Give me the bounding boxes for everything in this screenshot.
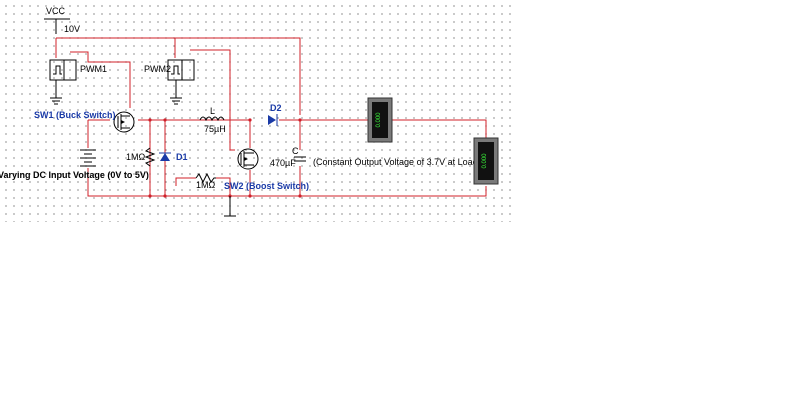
schematic-grid bbox=[0, 0, 515, 222]
pwm1-generator[interactable]: PWM1 bbox=[49, 59, 107, 105]
sw1-label: SW1 (Buck Switch) bbox=[34, 110, 116, 120]
capacitor-c[interactable]: C 470µF (Constant Output Voltage of 3.7V… bbox=[270, 146, 481, 168]
ground-symbol bbox=[224, 196, 236, 217]
diode-d1[interactable]: D1 bbox=[159, 152, 188, 162]
resistor1-label: 1MΩ bbox=[126, 152, 146, 162]
sw1-mosfet[interactable]: SW1 (Buck Switch) bbox=[34, 110, 135, 133]
voltmeter-1[interactable]: 0.000 bbox=[367, 97, 393, 143]
cap-name-label: C bbox=[292, 146, 299, 156]
resistor2-label: 1MΩ bbox=[196, 180, 216, 190]
sw2-mosfet[interactable]: SW2 (Boost Switch) bbox=[224, 148, 309, 191]
input-voltage-label: Varying DC Input Voltage (0V to 5V) bbox=[0, 170, 149, 180]
inductor-name-label: L bbox=[210, 106, 215, 116]
inductor-value-label: 75µH bbox=[204, 124, 226, 134]
meter1-reading: 0.000 bbox=[376, 112, 382, 128]
vcc-value-label: 10V bbox=[64, 24, 80, 34]
resistor-1m-horizontal[interactable]: 1MΩ bbox=[195, 172, 216, 190]
junction-dots bbox=[148, 118, 302, 198]
vcc-label: VCC bbox=[46, 6, 66, 16]
resistor-1m-vertical[interactable]: 1MΩ bbox=[126, 147, 156, 167]
cap-value-label: 470µF bbox=[270, 158, 296, 168]
sw2-label: SW2 (Boost Switch) bbox=[224, 181, 309, 191]
pwm2-generator[interactable]: PWM2 bbox=[144, 59, 195, 105]
diode-d2[interactable]: D2 bbox=[268, 103, 282, 126]
dc-input-source[interactable]: Varying DC Input Voltage (0V to 5V) bbox=[0, 149, 149, 180]
voltmeter-2[interactable]: 0.000 bbox=[473, 137, 499, 185]
inductor-l[interactable]: L 75µH bbox=[199, 106, 226, 134]
vcc-source[interactable]: VCC 10V bbox=[44, 6, 80, 34]
pwm2-label: PWM2 bbox=[144, 64, 171, 74]
pwm1-label: PWM1 bbox=[80, 64, 107, 74]
diode2-label: D2 bbox=[270, 103, 282, 113]
diode1-label: D1 bbox=[176, 152, 188, 162]
meter2-reading: 0.000 bbox=[482, 153, 488, 169]
load-note-label: (Constant Output Voltage of 3.7V at Load… bbox=[313, 157, 481, 167]
